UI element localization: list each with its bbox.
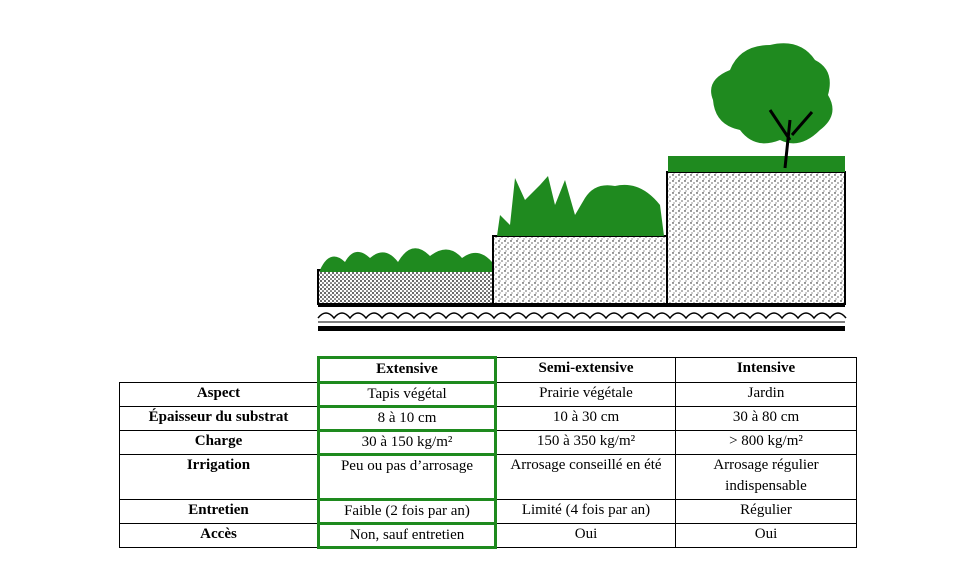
tier-semi-extensive [492, 176, 668, 305]
row-label: Charge [119, 430, 319, 455]
cell: Non, sauf entretien [317, 522, 497, 549]
row-label: Irrigation [119, 454, 319, 500]
row-label: Entretien [119, 499, 319, 524]
cell: 150 à 350 kg/m² [495, 430, 676, 455]
cell: Faible (2 fois par an) [317, 498, 497, 525]
table-row: Charge 30 à 150 kg/m² 150 à 350 kg/m² > … [119, 429, 857, 456]
cell: Oui [675, 523, 857, 548]
tier-intensive [666, 43, 846, 305]
drainage-layer [317, 305, 847, 331]
header-intensive: Intensive [675, 357, 857, 383]
cell: Limité (4 fois par an) [495, 499, 676, 524]
cell: 30 à 80 cm [675, 406, 857, 431]
row-label: Épaisseur du substrat [119, 406, 319, 431]
cell: Prairie végétale [495, 382, 676, 407]
cell: Tapis végétal [317, 381, 497, 408]
row-label: Accès [119, 523, 319, 548]
cell: 10 à 30 cm [495, 406, 676, 431]
green-roof-illustration [317, 43, 847, 331]
header-extensive: Extensive [317, 356, 497, 384]
cell: Régulier [675, 499, 857, 524]
cell: 30 à 150 kg/m² [317, 429, 497, 456]
table-header-row: Extensive Semi-extensive Intensive [120, 356, 857, 384]
cell: Peu ou pas d’arrosage [317, 453, 497, 501]
table-row: Entretien Faible (2 fois par an) Limité … [119, 498, 857, 525]
tier-extensive [317, 248, 494, 305]
header-semi-extensive: Semi-extensive [495, 357, 676, 383]
cell: > 800 kg/m² [675, 430, 857, 455]
header-empty [120, 358, 319, 383]
cell: Arrosage régulier indispensable [675, 454, 857, 500]
row-label: Aspect [119, 382, 319, 407]
green-roof-comparison-table: Extensive Semi-extensive Intensive Aspec… [119, 356, 857, 549]
cell: Arrosage conseillé en été [495, 454, 676, 500]
table-row: Aspect Tapis végétal Prairie végétale Ja… [119, 381, 857, 408]
cell: Oui [495, 523, 676, 548]
cell: 8 à 10 cm [317, 405, 497, 432]
table-row: Accès Non, sauf entretien Oui Oui [119, 522, 857, 549]
cell: Jardin [675, 382, 857, 407]
table-row: Épaisseur du substrat 8 à 10 cm 10 à 30 … [119, 405, 857, 432]
table-row: Irrigation Peu ou pas d’arrosage Arrosag… [119, 453, 857, 501]
